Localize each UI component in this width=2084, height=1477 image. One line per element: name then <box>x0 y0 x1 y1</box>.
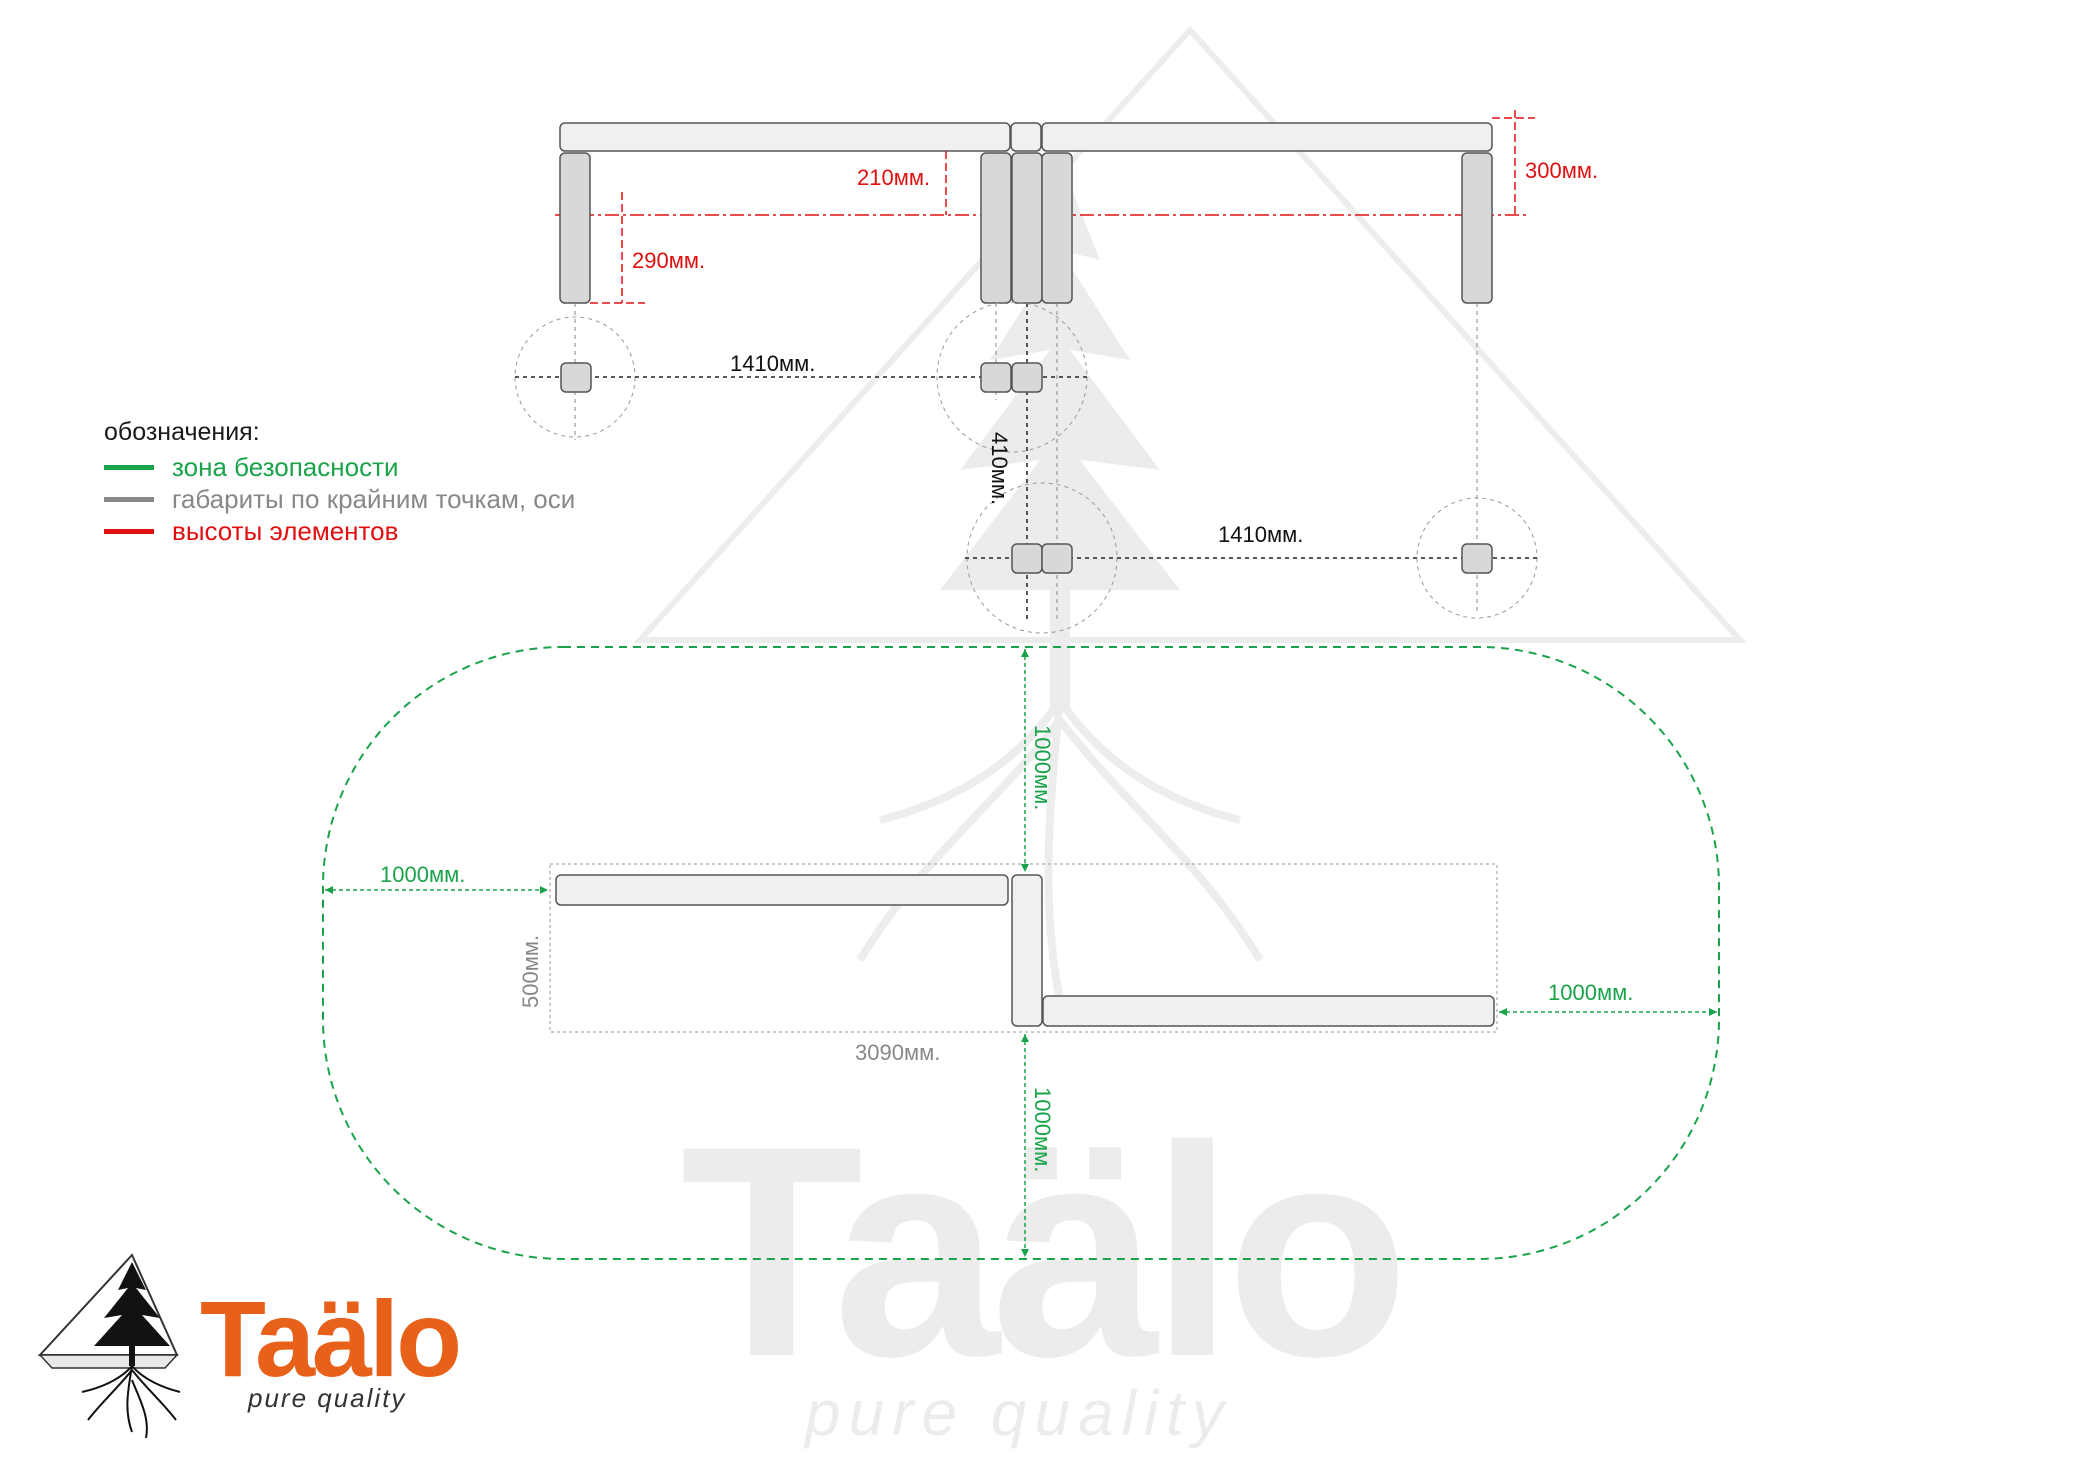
footprint <box>980 362 1012 393</box>
front-leg <box>1461 152 1493 304</box>
footprint <box>1461 543 1493 574</box>
legend: обозначения: зона безопасности габариты … <box>104 418 575 547</box>
legend-swatch-safety <box>104 464 154 470</box>
front-leg <box>1011 152 1043 304</box>
dim-axis-span-bottom: 1410мм. <box>1218 522 1303 547</box>
dim-axis-span-top: 1410мм. <box>730 351 815 376</box>
dim-clear-left: 1000мм. <box>380 862 465 887</box>
brand-name: Taälo <box>200 1278 462 1399</box>
legend-label-outline: габариты по крайним точкам, оси <box>172 483 576 514</box>
footprint <box>1011 543 1043 574</box>
dim-clear-bottom: 1000мм. <box>1030 1087 1055 1172</box>
front-leg <box>980 152 1012 304</box>
watermark: Taälo pure quality <box>633 25 1747 1449</box>
legend-swatch-height <box>104 528 154 534</box>
dim-overall-depth: 500мм. <box>518 935 543 1008</box>
legend-item-height: высоты элементов <box>104 515 575 547</box>
plan-plank-center <box>1011 874 1043 1027</box>
legend-swatch-outline <box>104 496 154 502</box>
footprint <box>1011 362 1043 393</box>
dim-clear-top: 1000мм. <box>1030 725 1055 810</box>
dim-leg-height: 290мм. <box>632 248 705 273</box>
axis-plan: 1410мм. 1410мм. 410мм. <box>514 301 1540 634</box>
front-seat-joint <box>1010 122 1042 152</box>
brand: Taälo pure quality <box>30 1245 500 1445</box>
legend-label-safety: зона безопасности <box>172 451 399 482</box>
top-plan: 1000мм. 1000мм. 1000мм. 1000мм. 500мм. 3… <box>322 646 1720 1260</box>
footprint <box>1041 543 1073 574</box>
dim-clear-right: 1000мм. <box>1548 980 1633 1005</box>
dim-overall-width: 3090мм. <box>855 1040 940 1065</box>
watermark-tagline: pure quality <box>803 1377 1232 1449</box>
legend-title: обозначения: <box>104 418 260 446</box>
legend-item-safety: зона безопасности <box>104 451 575 483</box>
plan-plank-left <box>555 874 1009 906</box>
dim-axis-offset: 410мм. <box>987 432 1012 505</box>
brand-logo <box>37 1253 181 1439</box>
front-seat-right <box>1041 122 1493 152</box>
watermark-name: Taälo <box>680 1083 1401 1419</box>
front-leg <box>1041 152 1073 304</box>
dim-seat-height: 210мм. <box>857 165 930 190</box>
front-seat-left <box>559 122 1011 152</box>
front-view: 210мм. 300мм. 290мм. <box>555 110 1598 304</box>
dim-total-height: 300мм. <box>1525 158 1598 183</box>
safety-zone <box>322 646 1720 1260</box>
legend-item-outline: габариты по крайним точкам, оси <box>104 483 575 515</box>
footprint <box>560 362 592 393</box>
front-leg <box>559 152 591 304</box>
legend-label-height: высоты элементов <box>172 515 399 546</box>
plan-plank-right <box>1042 995 1495 1027</box>
brand-tagline: pure quality <box>248 1383 407 1413</box>
